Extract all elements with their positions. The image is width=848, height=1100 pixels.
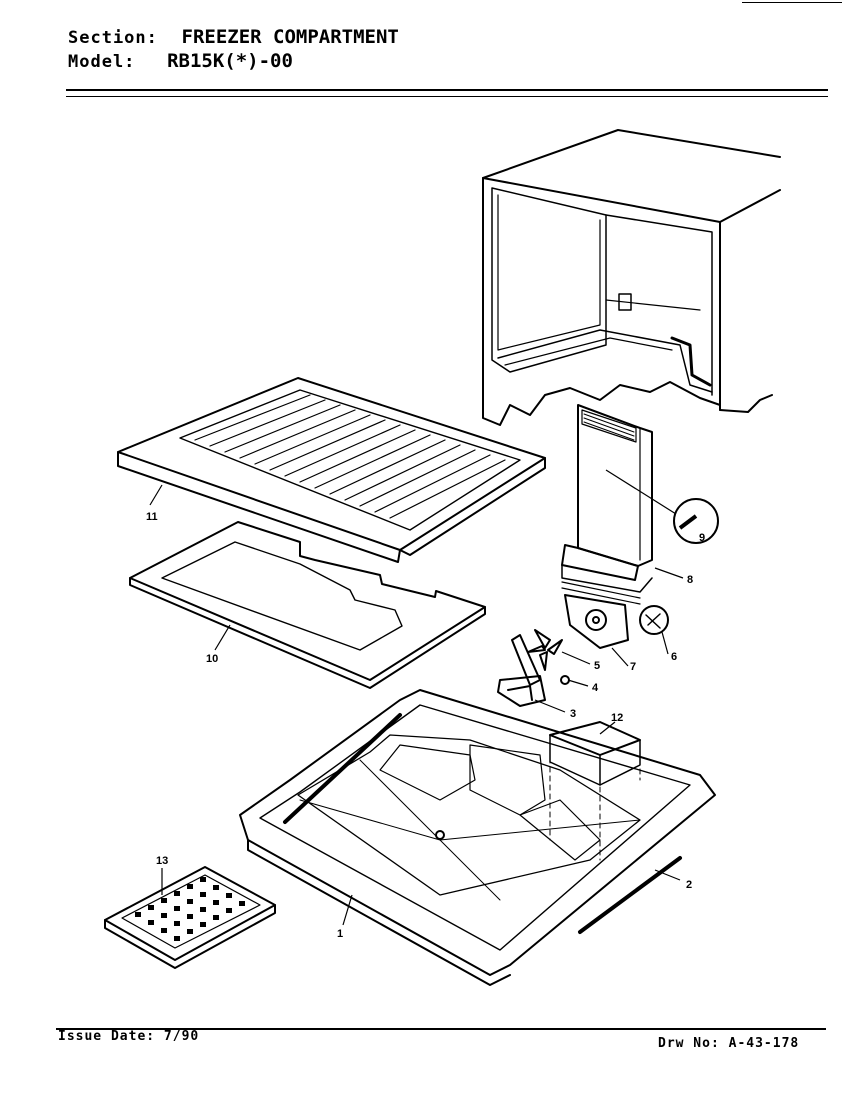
callout-7: 7: [630, 661, 636, 673]
section-row: Section: FREEZER COMPARTMENT: [68, 26, 399, 48]
header-rule-top: [66, 89, 828, 91]
callout-4: 4: [592, 682, 599, 694]
callout-12: 12: [611, 712, 623, 724]
callout-5: 5: [594, 660, 600, 672]
callout-3: 3: [570, 708, 576, 720]
air-duct: [549, 721, 641, 861]
freezer-cabinet: [482, 129, 781, 426]
fan-blade: [527, 629, 563, 671]
callout-11: 11: [146, 511, 158, 523]
screw-callout-circle: [673, 498, 719, 544]
model-value: RB15K(*)-00: [167, 50, 293, 72]
callout-2: 2: [686, 879, 692, 891]
shelf-grille: [117, 377, 546, 563]
liner-panel: [129, 521, 486, 689]
gasket-rod-right: [578, 856, 682, 934]
freezer-floor: [239, 689, 716, 986]
callout-1: 1: [337, 928, 343, 940]
section-label: Section:: [68, 28, 158, 48]
ice-cube-tray: [104, 866, 276, 969]
motor-bracket: [497, 634, 570, 707]
screw-icon: [678, 514, 698, 530]
section-value: FREEZER COMPARTMENT: [181, 26, 399, 48]
model-label: Model:: [68, 52, 136, 72]
footer-rule: [56, 1028, 826, 1030]
header-rule-bottom: [66, 96, 828, 97]
gasket-rod-left: [283, 713, 402, 824]
evaporator-cover: [561, 404, 653, 605]
callout-10: 10: [206, 653, 218, 665]
issue-date: Issue Date: 7/90: [58, 1029, 200, 1044]
leader-lines: [149, 484, 684, 926]
fan-motor-assembly: [564, 594, 629, 649]
top-edge-mark: [742, 2, 842, 3]
callout-13: 13: [156, 855, 168, 867]
part-6-grommet: [639, 605, 669, 635]
drawing-number: Drw No: A-43-178: [658, 1036, 800, 1051]
callout-8: 8: [687, 574, 693, 586]
model-row: Model: RB15K(*)-00: [68, 50, 293, 72]
callout-6: 6: [671, 651, 677, 663]
callout-9: 9: [699, 532, 705, 544]
ice-tray-cells: [135, 877, 245, 941]
